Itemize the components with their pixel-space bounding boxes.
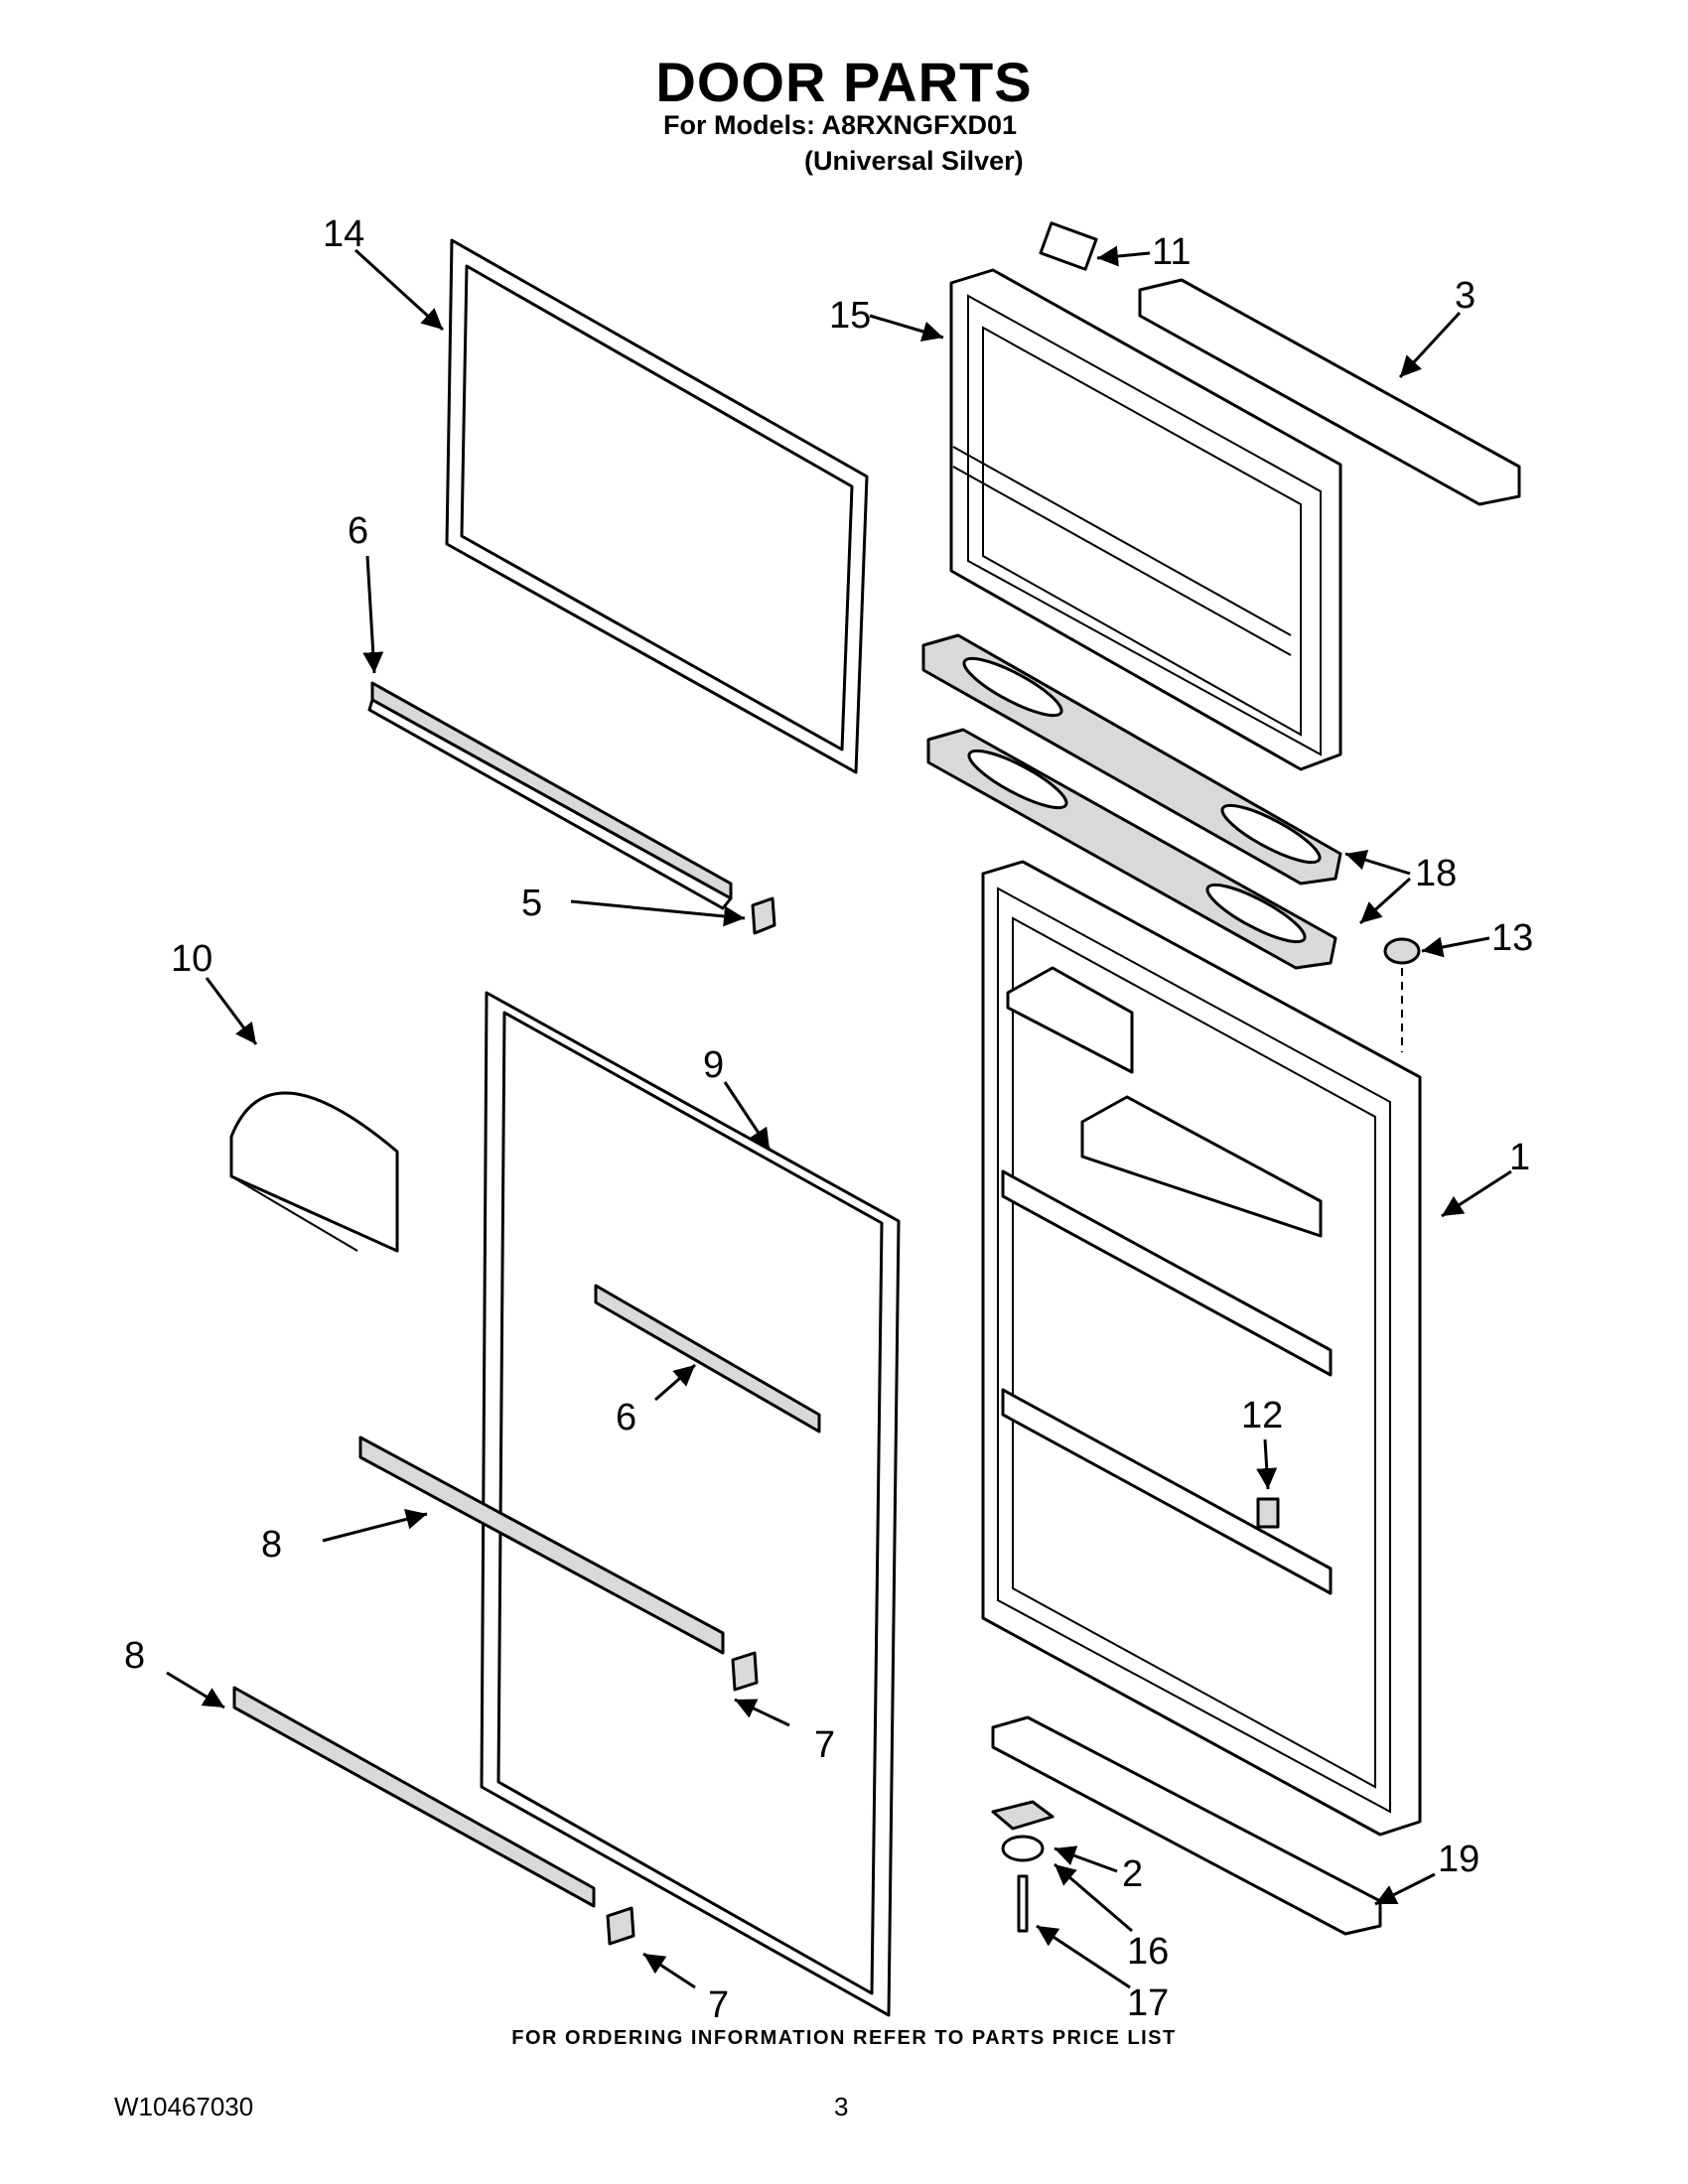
shelf-retainer-clip: [1256, 1497, 1280, 1529]
callout-11: 11: [1152, 231, 1191, 273]
callout-6: 6: [616, 1397, 636, 1438]
page-number: 3: [834, 2092, 849, 2121]
document-number: W10467030: [114, 2092, 254, 2121]
models-line: For Models: A8RXNGFXD01: [663, 110, 1018, 140]
callout-labels: 14 6 5 11 15 3 18 13 1 12 10 9 6 8 8 7 7…: [124, 213, 1533, 2026]
callout-9: 9: [703, 1044, 724, 1086]
callout-3: 3: [1455, 275, 1476, 317]
callout-8-bottom: 8: [124, 1635, 145, 1677]
callout-10: 10: [171, 938, 212, 980]
label-plate: [1039, 221, 1098, 271]
dairy-bin-cover: [229, 1091, 399, 1253]
fresh-food-door: [981, 860, 1422, 1837]
callout-15: 14: [323, 213, 364, 255]
model-info: For Models: A8RXNGFXD01 (Universal Silve…: [663, 107, 1024, 179]
fresh-food-rail-middle: [358, 1435, 725, 1655]
callout-2: 2: [1122, 1853, 1143, 1895]
callout-7-bottom: 7: [708, 1984, 729, 2026]
door-handle-lower: [926, 728, 1337, 970]
freezer-shelf-rail: [367, 681, 733, 910]
door-handle-upper: [921, 633, 1342, 886]
page-title: DOOR PARTS: [655, 51, 1033, 113]
color-line: (Universal Silver): [804, 146, 1024, 176]
fresh-food-door-gasket: [480, 991, 901, 2017]
freezer-door-gasket: [445, 238, 869, 774]
hinge-hole-plug: [1383, 937, 1421, 1052]
callout-18: 18: [1415, 853, 1457, 894]
callout-7-middle: 7: [814, 1724, 835, 1766]
callout-1: 1: [1509, 1137, 1530, 1178]
door-bottom-trim: [991, 1715, 1382, 1936]
rail-end-cap-middle: [731, 1651, 759, 1692]
freezer-top-cover: [1138, 278, 1521, 506]
callout-14: 15: [829, 295, 871, 337]
callout-12: 12: [1241, 1395, 1283, 1436]
callout-17: 17: [1127, 1982, 1169, 2024]
fresh-food-rail-short: [594, 1284, 821, 1433]
callout-4: 5: [521, 883, 542, 924]
fresh-food-rail-bottom: [232, 1686, 596, 1908]
callout-13: 13: [1491, 917, 1533, 959]
callout-arrows: [166, 245, 1512, 1989]
rail-end-cap-bottom: [606, 1906, 635, 1946]
hinge-hardware: [991, 1800, 1055, 1933]
ordering-note: FOR ORDERING INFORMATION REFER TO PARTS …: [511, 2027, 1177, 2049]
callout-19: 19: [1438, 1839, 1479, 1880]
rail-end-cap-upper: [751, 896, 776, 935]
freezer-door: [949, 268, 1342, 771]
callout-16: 16: [1127, 1931, 1169, 1973]
callout-8-middle: 8: [261, 1524, 282, 1566]
callout-5: 6: [348, 510, 368, 552]
